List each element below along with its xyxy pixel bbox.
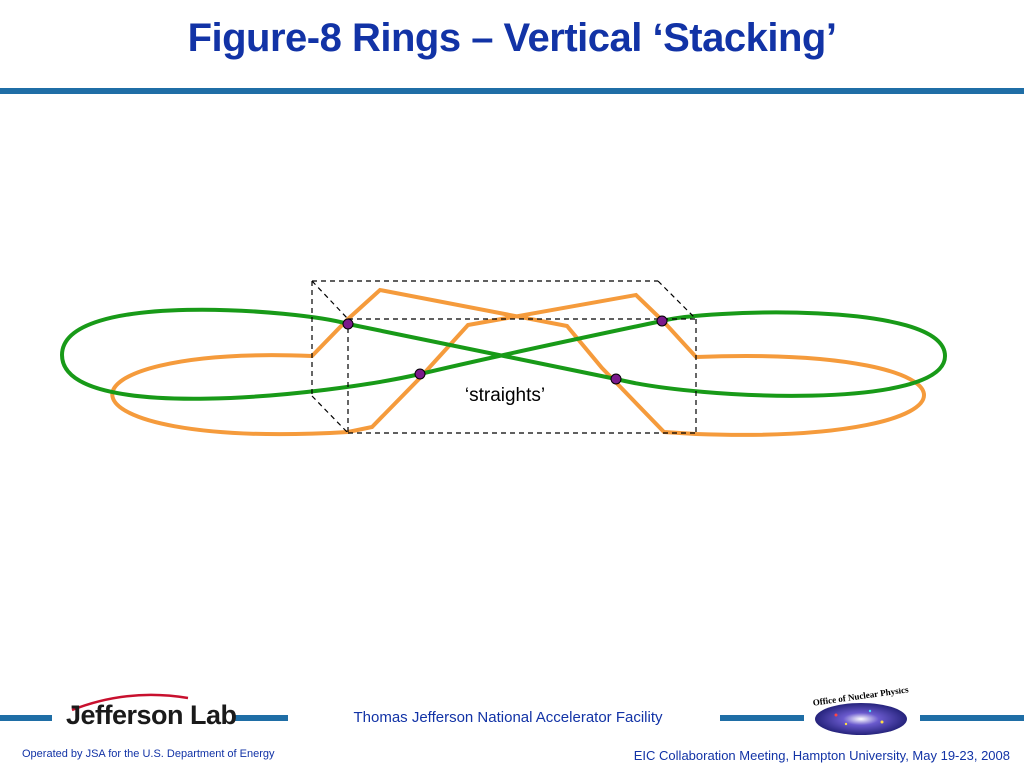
straights-box <box>311 280 697 434</box>
footer-bar-left <box>0 715 52 721</box>
logo-text: Jefferson Lab <box>66 700 237 730</box>
crossing-point <box>610 373 622 385</box>
event-text: EIC Collaboration Meeting, Hampton Unive… <box>633 748 1010 763</box>
seal-icon: Office of Nuclear Physics <box>812 684 910 735</box>
crossing-point <box>414 368 426 380</box>
straights-label: ‘straights’ <box>465 385 545 406</box>
logo-swoosh-icon <box>71 693 189 712</box>
slide-title: Figure-8 Rings – Vertical ‘Stacking’ <box>187 16 837 60</box>
title-divider <box>0 88 1024 94</box>
crossing-point <box>342 318 354 330</box>
facility-name: Thomas Jefferson National Accelerator Fa… <box>353 709 663 726</box>
office-of-nuclear-physics-seal: Office of Nuclear Physics <box>806 684 916 740</box>
operated-by-text: Operated by JSA for the U.S. Department … <box>22 748 275 760</box>
footer-bar-mid-left <box>232 715 288 721</box>
jefferson-lab-logo: Jefferson Lab <box>58 692 237 740</box>
footer-bar-mid-right <box>720 715 804 721</box>
crossing-point <box>656 315 668 327</box>
footer-bar-right <box>920 715 1024 721</box>
